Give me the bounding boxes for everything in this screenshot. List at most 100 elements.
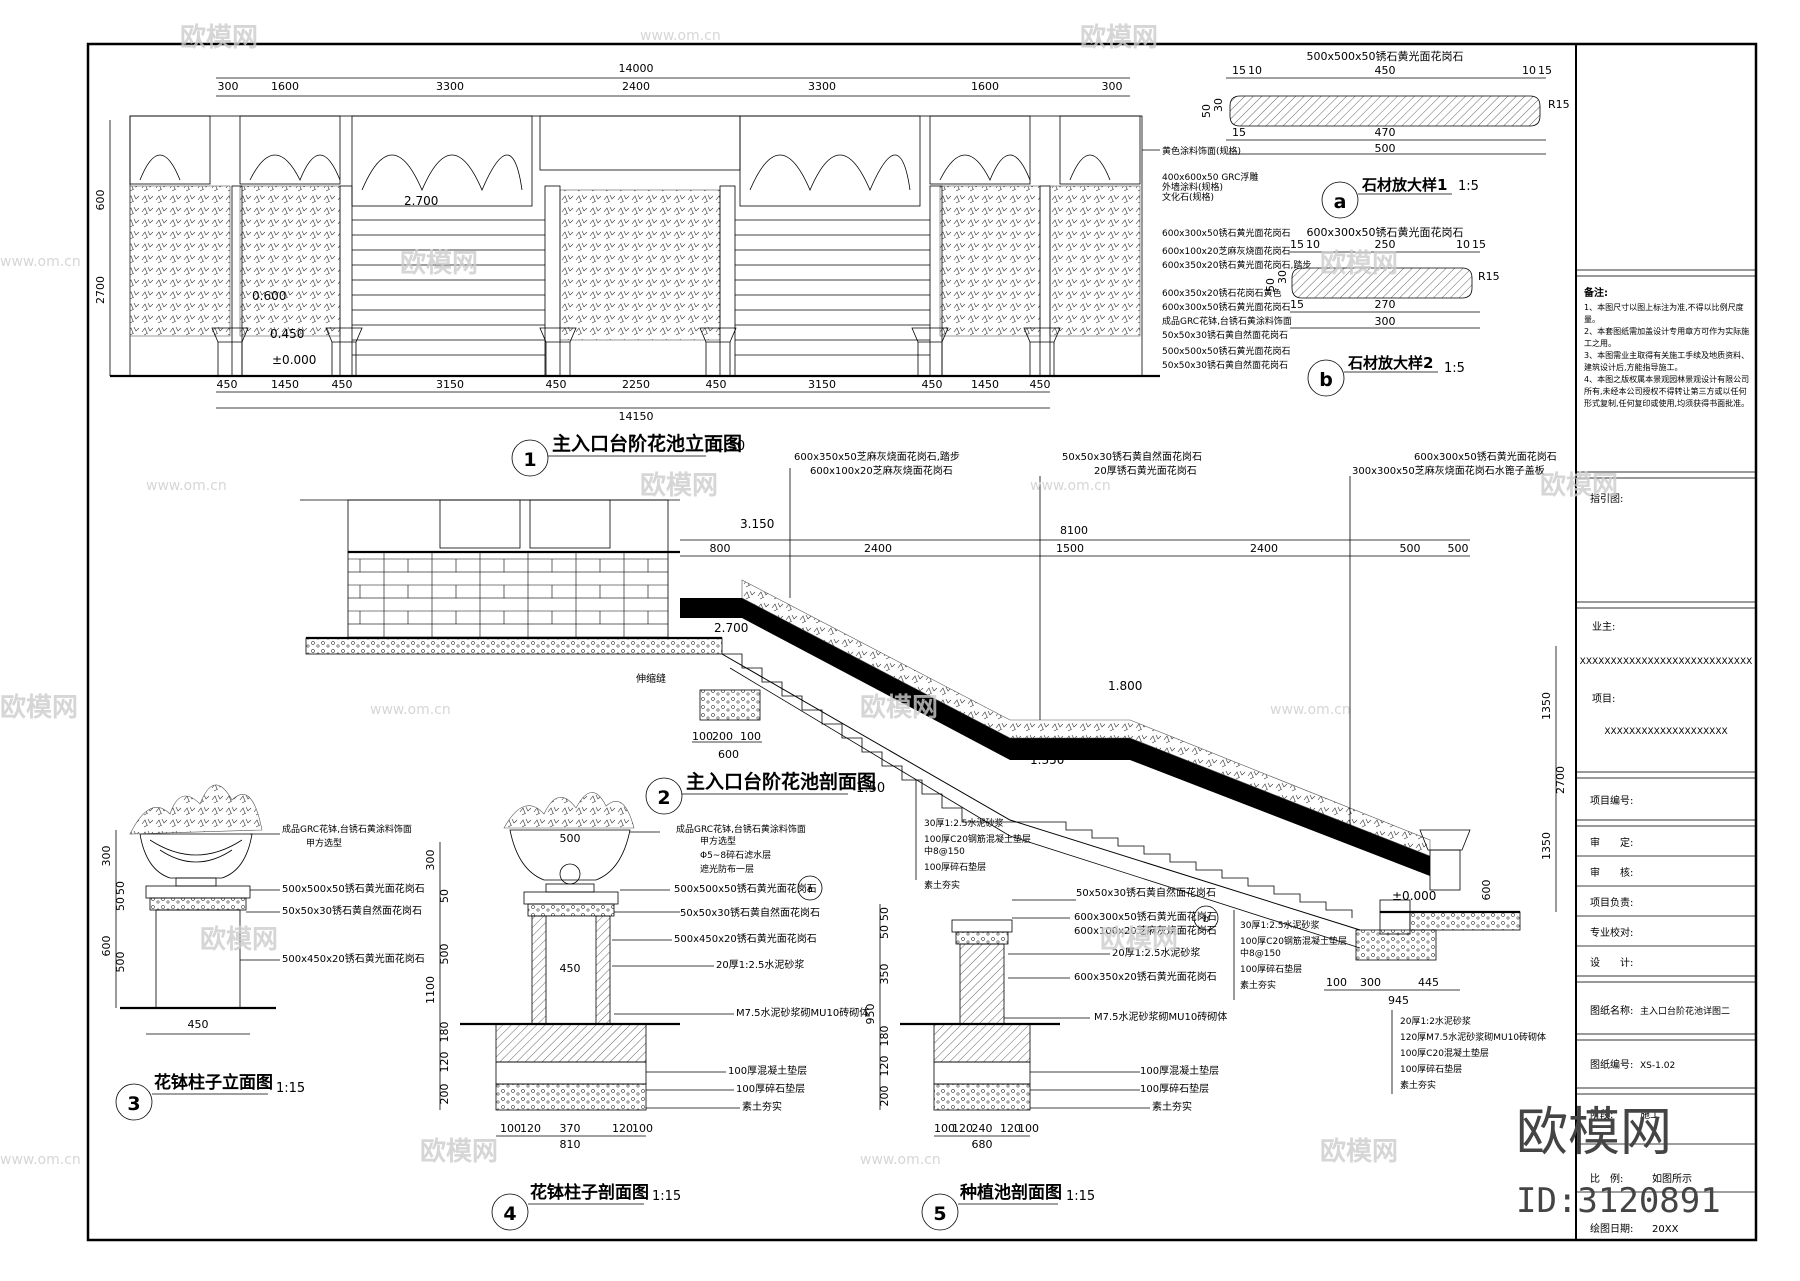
watermark-url: www.om.cn <box>640 28 721 44</box>
bed-sec-bottom-dim: 100 <box>934 1122 955 1135</box>
scale-label: 比 例: <box>1590 1172 1623 1185</box>
bed-sec-scale: 1:15 <box>1066 1189 1095 1204</box>
elev-top-total: 14000 <box>619 62 654 75</box>
detail-a-dim: 15 <box>1232 126 1246 139</box>
detail-a-dim: 15 <box>1538 64 1552 77</box>
watermarks: 欧模网 www.om.cn 欧模网 欧模网 欧模网 欧模网 欧模网 欧模网 欧模… <box>0 22 1618 1168</box>
section-top-dim: 800 <box>710 542 731 555</box>
date-label: 绘图日期: <box>1590 1222 1633 1235</box>
watermark-brand: 欧模网 <box>0 692 78 723</box>
elevation-number: 1 <box>523 449 536 471</box>
elev-mark: ±0.000 <box>272 353 316 367</box>
section-elev-mark: 3.150 <box>740 517 774 531</box>
detail-b-dim: 10 <box>1456 238 1470 251</box>
drawing-no: XS-1.02 <box>1640 1061 1675 1071</box>
elev-top-dim: 300 <box>1102 80 1123 93</box>
detail-b-scale: 1:5 <box>1444 361 1465 376</box>
detail-b-circle <box>1307 359 1345 397</box>
section-layer: 120厚M7.5水泥砂浆砌MU10砖砌体 <box>1400 1031 1546 1043</box>
note-line: 2、本套图纸需加盖设计专用章方可作为实际施工之用。 <box>1584 327 1750 348</box>
elev-note: 600x300x50锈石黄光面花岗石 <box>1162 301 1290 313</box>
project-label: 项目: <box>1592 693 1615 705</box>
section-title: 主入口台阶花池剖面图 <box>686 770 876 793</box>
pot-sec-inner-dim: 450 <box>560 962 581 975</box>
elev-left-dim: 600 <box>94 190 107 211</box>
notes-body: 1、本图尺寸以图上标注为准,不得以比例尺度量。 2、本套图纸需加盖设计专用章方可… <box>1584 303 1750 408</box>
section-right-dim: 2700 <box>1554 766 1567 794</box>
detail-a-dim: 10 <box>1248 64 1262 77</box>
watermark-brand: 欧模网 <box>1540 470 1618 501</box>
pot-sec-label: Φ5~8碎石滤水层 <box>700 849 771 861</box>
owner-label: 业主: <box>1592 621 1615 633</box>
pot-sec-bottom-dim: 100 <box>500 1122 521 1135</box>
pot-elev-label: 500x500x50锈石黄光面花岗石 <box>282 882 425 895</box>
section-bottom-dim: 445 <box>1418 976 1439 989</box>
section-top-total: 8100 <box>1060 524 1088 537</box>
note-line: 1、本图尺寸以图上标注为准,不得以比例尺度量。 <box>1584 303 1744 324</box>
stairs-right <box>735 219 930 356</box>
approve-label: 审 定: <box>1590 836 1633 849</box>
watermark-url: www.om.cn <box>860 1152 941 1168</box>
pot-sec-label: 100厚混凝土垫层 <box>728 1064 807 1077</box>
section-top-dim: 1500 <box>1056 542 1084 555</box>
note-line: 4、本图之版权属本景观园林景观设计有限公司所有,未经本公司授权不得转让第三方或以… <box>1584 375 1750 408</box>
elev-bottom-dim: 1450 <box>971 378 999 391</box>
elev-top-dim: 2400 <box>622 80 650 93</box>
detail-a-dim: 10 <box>1522 64 1536 77</box>
elev-bottom-dim: 3150 <box>436 378 464 391</box>
pot-sec-label: 50x50x30锈石黄自然面花岗石 <box>680 906 820 919</box>
elev-note: 文化石(规格) <box>1162 191 1214 203</box>
drawing-name-label: 图纸名称: <box>1590 1004 1633 1017</box>
elev-note: 外墙涂料(规格) <box>1162 181 1223 193</box>
elev-bottom-dim: 450 <box>332 378 353 391</box>
shrub-left-2 <box>239 185 341 337</box>
bed-sec-dim: 180 <box>878 1026 891 1047</box>
stairs-left <box>352 219 545 356</box>
detail-b-spec: 600x300x50锈石黄光面花岗石 <box>1306 225 1463 239</box>
detail-b-dim: 30 <box>1276 270 1289 284</box>
note-line: 3、本图需业主取得有关施工手续及地质资料、建筑设计后,方能指导施工。 <box>1584 351 1750 372</box>
pot-sec-label: 甲方选型 <box>700 835 736 847</box>
pot-sec-label: 20厚1:2.5水泥砂浆 <box>716 958 804 971</box>
drawing-no-label: 图纸编号: <box>1590 1058 1633 1071</box>
shrub-center <box>559 189 721 341</box>
watermark-brand: 欧模网 <box>640 470 718 501</box>
detail-b-title: 石材放大样2 <box>1347 354 1433 372</box>
elev-mark: 0.600 <box>252 289 286 303</box>
review-label: 审 核: <box>1590 866 1633 879</box>
design-label: 设 计: <box>1590 956 1633 969</box>
detail-b-dim: 15 <box>1290 298 1304 311</box>
watermark-brand: 欧模网 <box>1080 22 1158 53</box>
elev-bottom-total: 14150 <box>619 410 654 423</box>
pot-elev-number: 3 <box>127 1093 140 1115</box>
bed-sec-label: 600x100x20芝麻灰烧面花岗石 <box>1074 924 1217 937</box>
detail-a-dim: 500 <box>1375 142 1396 155</box>
section-bottom-dim: 100 <box>1326 976 1347 989</box>
section-top-dim: 2400 <box>1250 542 1278 555</box>
pot-elev-scale: 1:15 <box>276 1081 305 1096</box>
elevation-scale: 1:50 <box>716 439 745 454</box>
pot-sec-label: M7.5水泥砂浆砌MU10砖砌体 <box>736 1006 869 1019</box>
watermark-brand: 欧模网 <box>860 692 938 723</box>
section-callout: 300x300x50芝麻灰烧面花岗石水篦子盖板 <box>1352 464 1545 477</box>
elev-top-dim: 300 <box>218 80 239 93</box>
elev-note: 黄色涂料饰面(规格) <box>1162 145 1241 157</box>
pot-elev-dim: 300 <box>100 846 113 867</box>
detail-b-dim: 15 <box>1290 238 1304 251</box>
detail-a-dim: 30 <box>1212 98 1225 112</box>
watermark-url: www.om.cn <box>1030 478 1111 494</box>
elev-note: 50x50x30锈石黄自然面花岗石 <box>1162 359 1288 371</box>
elev-note: 50x50x30锈石黄自然面花岗石 <box>1162 329 1288 341</box>
bed-sec-dim: 950 <box>864 1004 877 1025</box>
section-layers-2: 30厚1:2.5水泥砂浆 100厚C20钢筋混凝土垫层 中8@150 100厚碎… <box>1233 910 1347 1000</box>
section-right-dim: 600 <box>1480 880 1493 901</box>
id-stamp: ID:3120891 <box>1516 1181 1721 1221</box>
elev-bottom-dim: 3150 <box>808 378 836 391</box>
stone-detail-a: 500x500x50锈石黄光面花岗石 15 10 450 10 15 470 5… <box>1200 49 1570 219</box>
pot-sec-label: 成品GRC花钵,台锈石黄涂料饰面 <box>676 823 806 835</box>
section-right-dim: 1350 <box>1540 832 1553 860</box>
section-layer: 素土夯实 <box>1240 979 1276 991</box>
section-elev-mark: 1.800 <box>1108 679 1142 693</box>
section-layer: 素土夯实 <box>1400 1079 1436 1091</box>
pot-sec-title: 花钵柱子剖面图 <box>530 1182 649 1203</box>
